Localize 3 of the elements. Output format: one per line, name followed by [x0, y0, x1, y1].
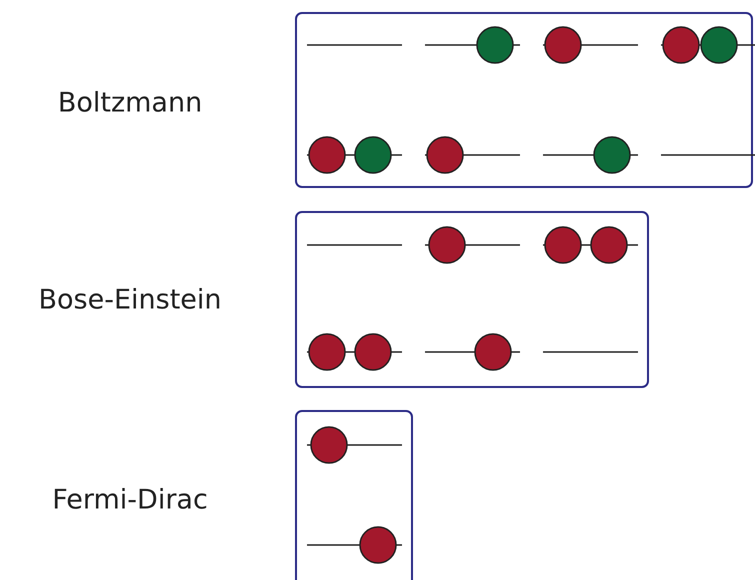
statistics-label: Boltzmann	[58, 88, 202, 118]
statistics-label: Bose-Einstein	[38, 284, 222, 316]
statistics-label: Fermi-Dirac	[52, 484, 208, 516]
